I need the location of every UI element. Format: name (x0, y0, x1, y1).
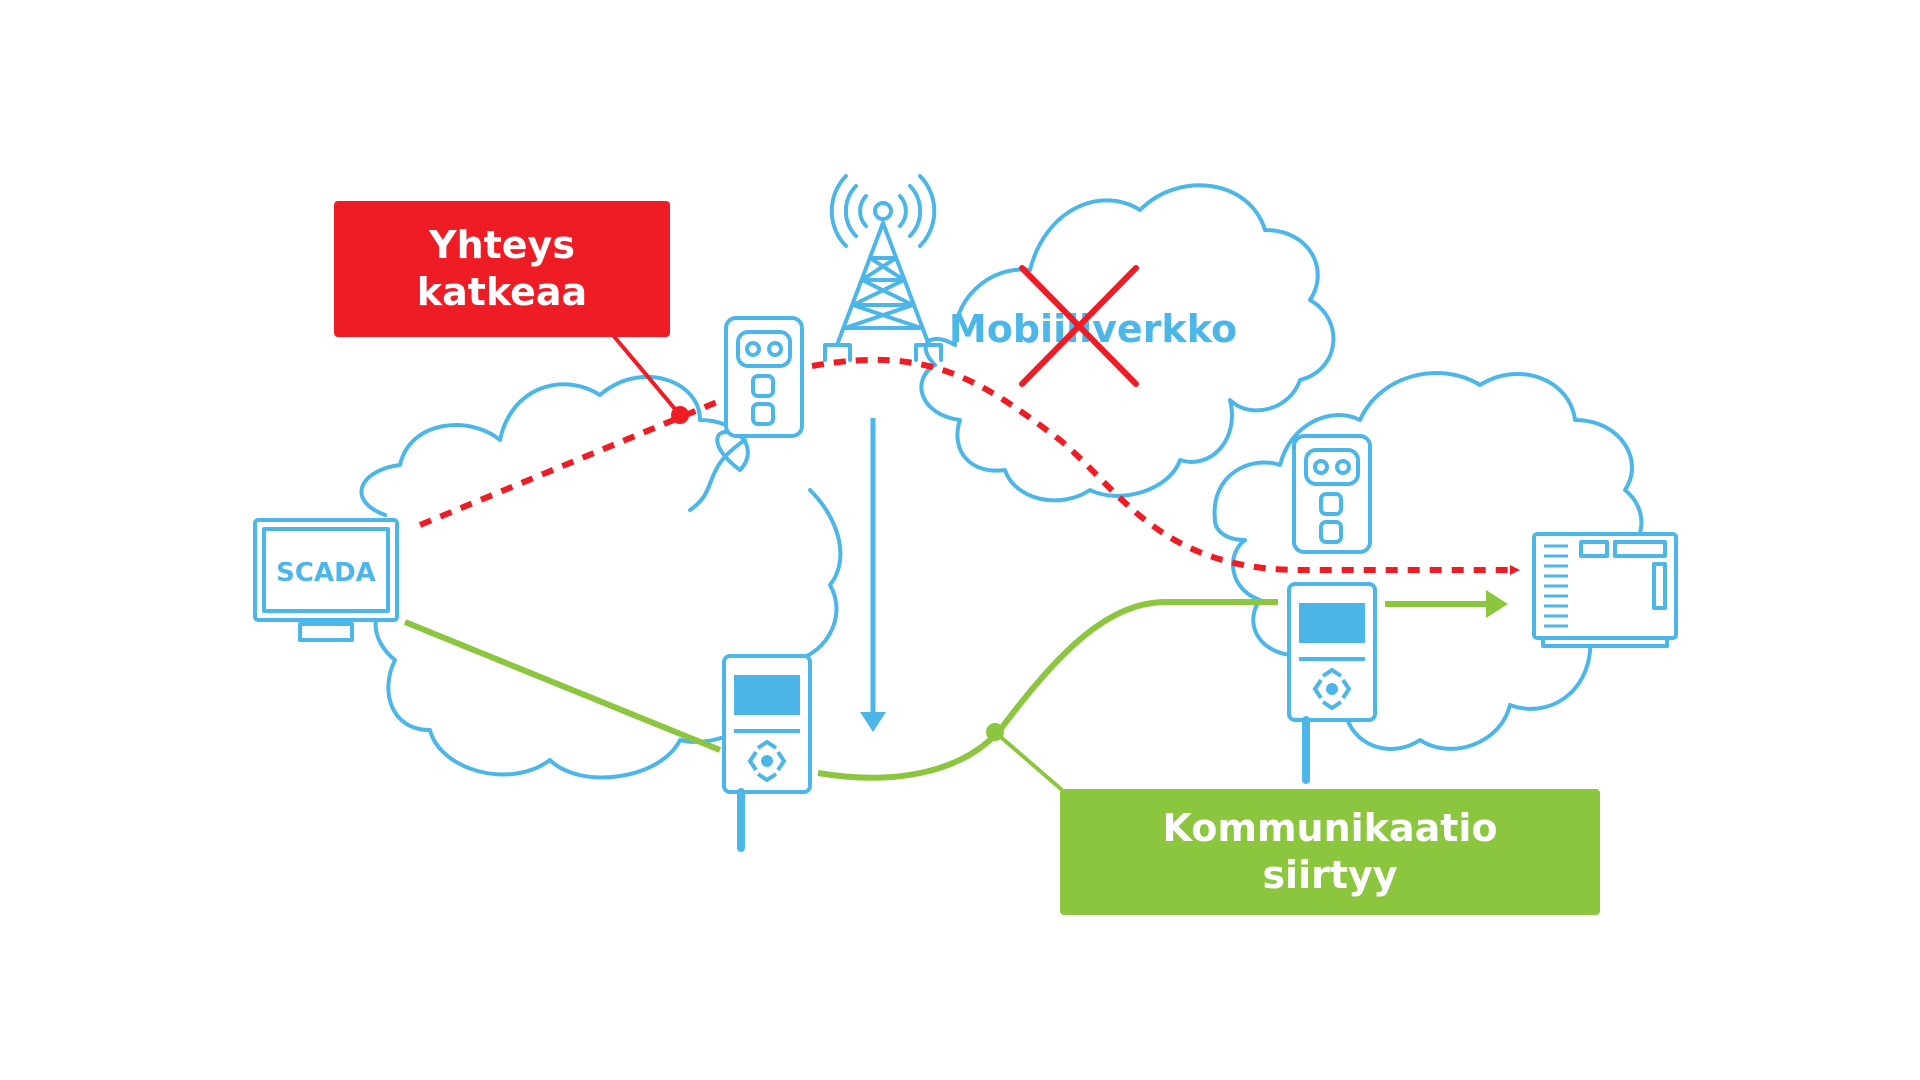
down-arrow-icon (860, 418, 886, 732)
callout-red-anchor (671, 406, 689, 424)
broken-connection-line (418, 356, 1515, 570)
green-arrow-head (1486, 590, 1508, 618)
cloud-center (919, 183, 1336, 503)
scada-label: SCADA (276, 558, 376, 588)
callout-communication-moves-line2: siirtyy (1262, 853, 1398, 897)
monitor-icon (253, 518, 399, 642)
substation-cabinet-icon (1532, 532, 1678, 648)
callout-green-pointer (993, 730, 1064, 792)
green-connection-line-b (817, 598, 1278, 781)
callout-green-anchor (986, 723, 1004, 741)
green-connection-line-a (403, 619, 722, 753)
callout-communication-moves-line1: Kommunikaatio (1162, 805, 1498, 850)
mesh-node-icon-right (1287, 582, 1377, 784)
callout-connection-lost-line2: katkeaa (416, 270, 588, 314)
modem-device-icon (724, 316, 804, 438)
callout-communication-moves: Kommunikaatio siirtyy (1060, 789, 1600, 915)
callout-connection-lost: Yhteys katkeaa (334, 201, 670, 337)
modem-device-icon-right (1292, 434, 1372, 554)
x-mark-icon (1019, 265, 1139, 387)
callout-connection-lost-line1: Yhteys (429, 222, 575, 267)
cell-tower-icon (823, 174, 943, 362)
callout-red-pointer (610, 332, 682, 417)
mesh-node-icon (722, 654, 812, 852)
